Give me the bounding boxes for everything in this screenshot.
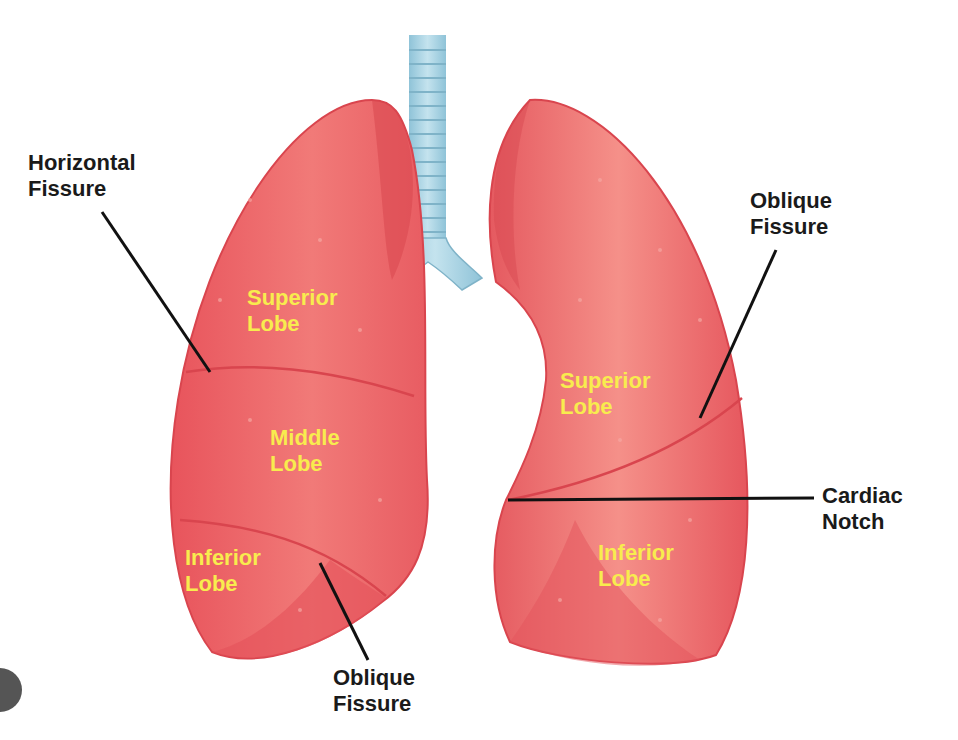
part-label: Cardiac Notch [822, 483, 947, 536]
leader-lines [102, 212, 814, 660]
part-label: Oblique Fissure [333, 665, 473, 718]
lobe-label: Middle Lobe [270, 425, 390, 478]
left-lung [490, 100, 748, 666]
corner-button [0, 668, 22, 712]
lobe-label: Inferior Lobe [598, 540, 718, 593]
lobe-label: Inferior Lobe [185, 545, 305, 598]
lobe-label: Superior Lobe [247, 285, 367, 338]
lobe-label: Superior Lobe [560, 368, 680, 421]
right-lung [171, 100, 428, 658]
part-label: Horizontal Fissure [28, 150, 178, 203]
part-label: Oblique Fissure [750, 188, 890, 241]
